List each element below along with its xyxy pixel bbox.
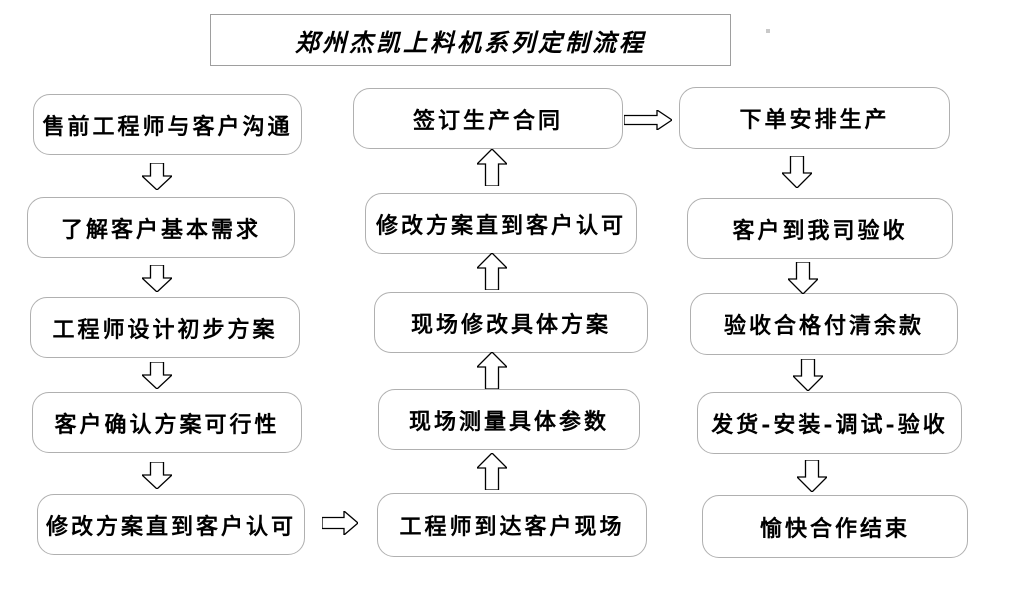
right-arrow-icon — [624, 110, 672, 130]
flow-step-ship-install-debug: 发货-安装-调试-验收 — [697, 392, 962, 454]
down-arrow-icon — [142, 462, 172, 489]
flow-step-engineer-arrives-site: 工程师到达客户现场 — [377, 493, 647, 557]
flow-step-understand-needs: 了解客户基本需求 — [27, 197, 295, 258]
up-arrow-icon — [477, 149, 507, 186]
flow-step-presales-communication: 售前工程师与客户沟通 — [33, 94, 302, 155]
up-arrow-icon — [477, 253, 507, 290]
flow-step-revise-until-approved-1: 修改方案直到客户认可 — [37, 494, 305, 555]
flow-step-revise-until-approved-2: 修改方案直到客户认可 — [365, 193, 637, 254]
down-arrow-icon — [793, 359, 823, 391]
flow-step-customer-acceptance: 客户到我司验收 — [687, 198, 953, 259]
up-arrow-icon — [477, 453, 507, 490]
down-arrow-icon — [142, 362, 172, 389]
down-arrow-icon — [788, 262, 818, 294]
flow-step-onsite-measure-params: 现场测量具体参数 — [378, 389, 640, 450]
flow-step-engineer-design: 工程师设计初步方案 — [30, 297, 300, 358]
down-arrow-icon — [797, 460, 827, 492]
flow-step-happy-cooperation-end: 愉快合作结束 — [702, 495, 968, 558]
flow-step-place-order-production: 下单安排生产 — [679, 87, 950, 149]
down-arrow-icon — [782, 156, 812, 188]
diagram-title: 郑州杰凯上料机系列定制流程 — [210, 14, 731, 66]
stray-dot — [766, 29, 770, 33]
down-arrow-icon — [142, 265, 172, 292]
flow-step-pay-balance: 验收合格付清余款 — [690, 293, 958, 355]
flow-step-confirm-feasibility: 客户确认方案可行性 — [32, 392, 302, 453]
flow-step-sign-contract: 签订生产合同 — [353, 88, 623, 149]
up-arrow-icon — [477, 352, 507, 389]
right-arrow-icon — [322, 511, 358, 535]
flow-step-onsite-modify-plan: 现场修改具体方案 — [374, 292, 648, 353]
down-arrow-icon — [142, 163, 172, 190]
